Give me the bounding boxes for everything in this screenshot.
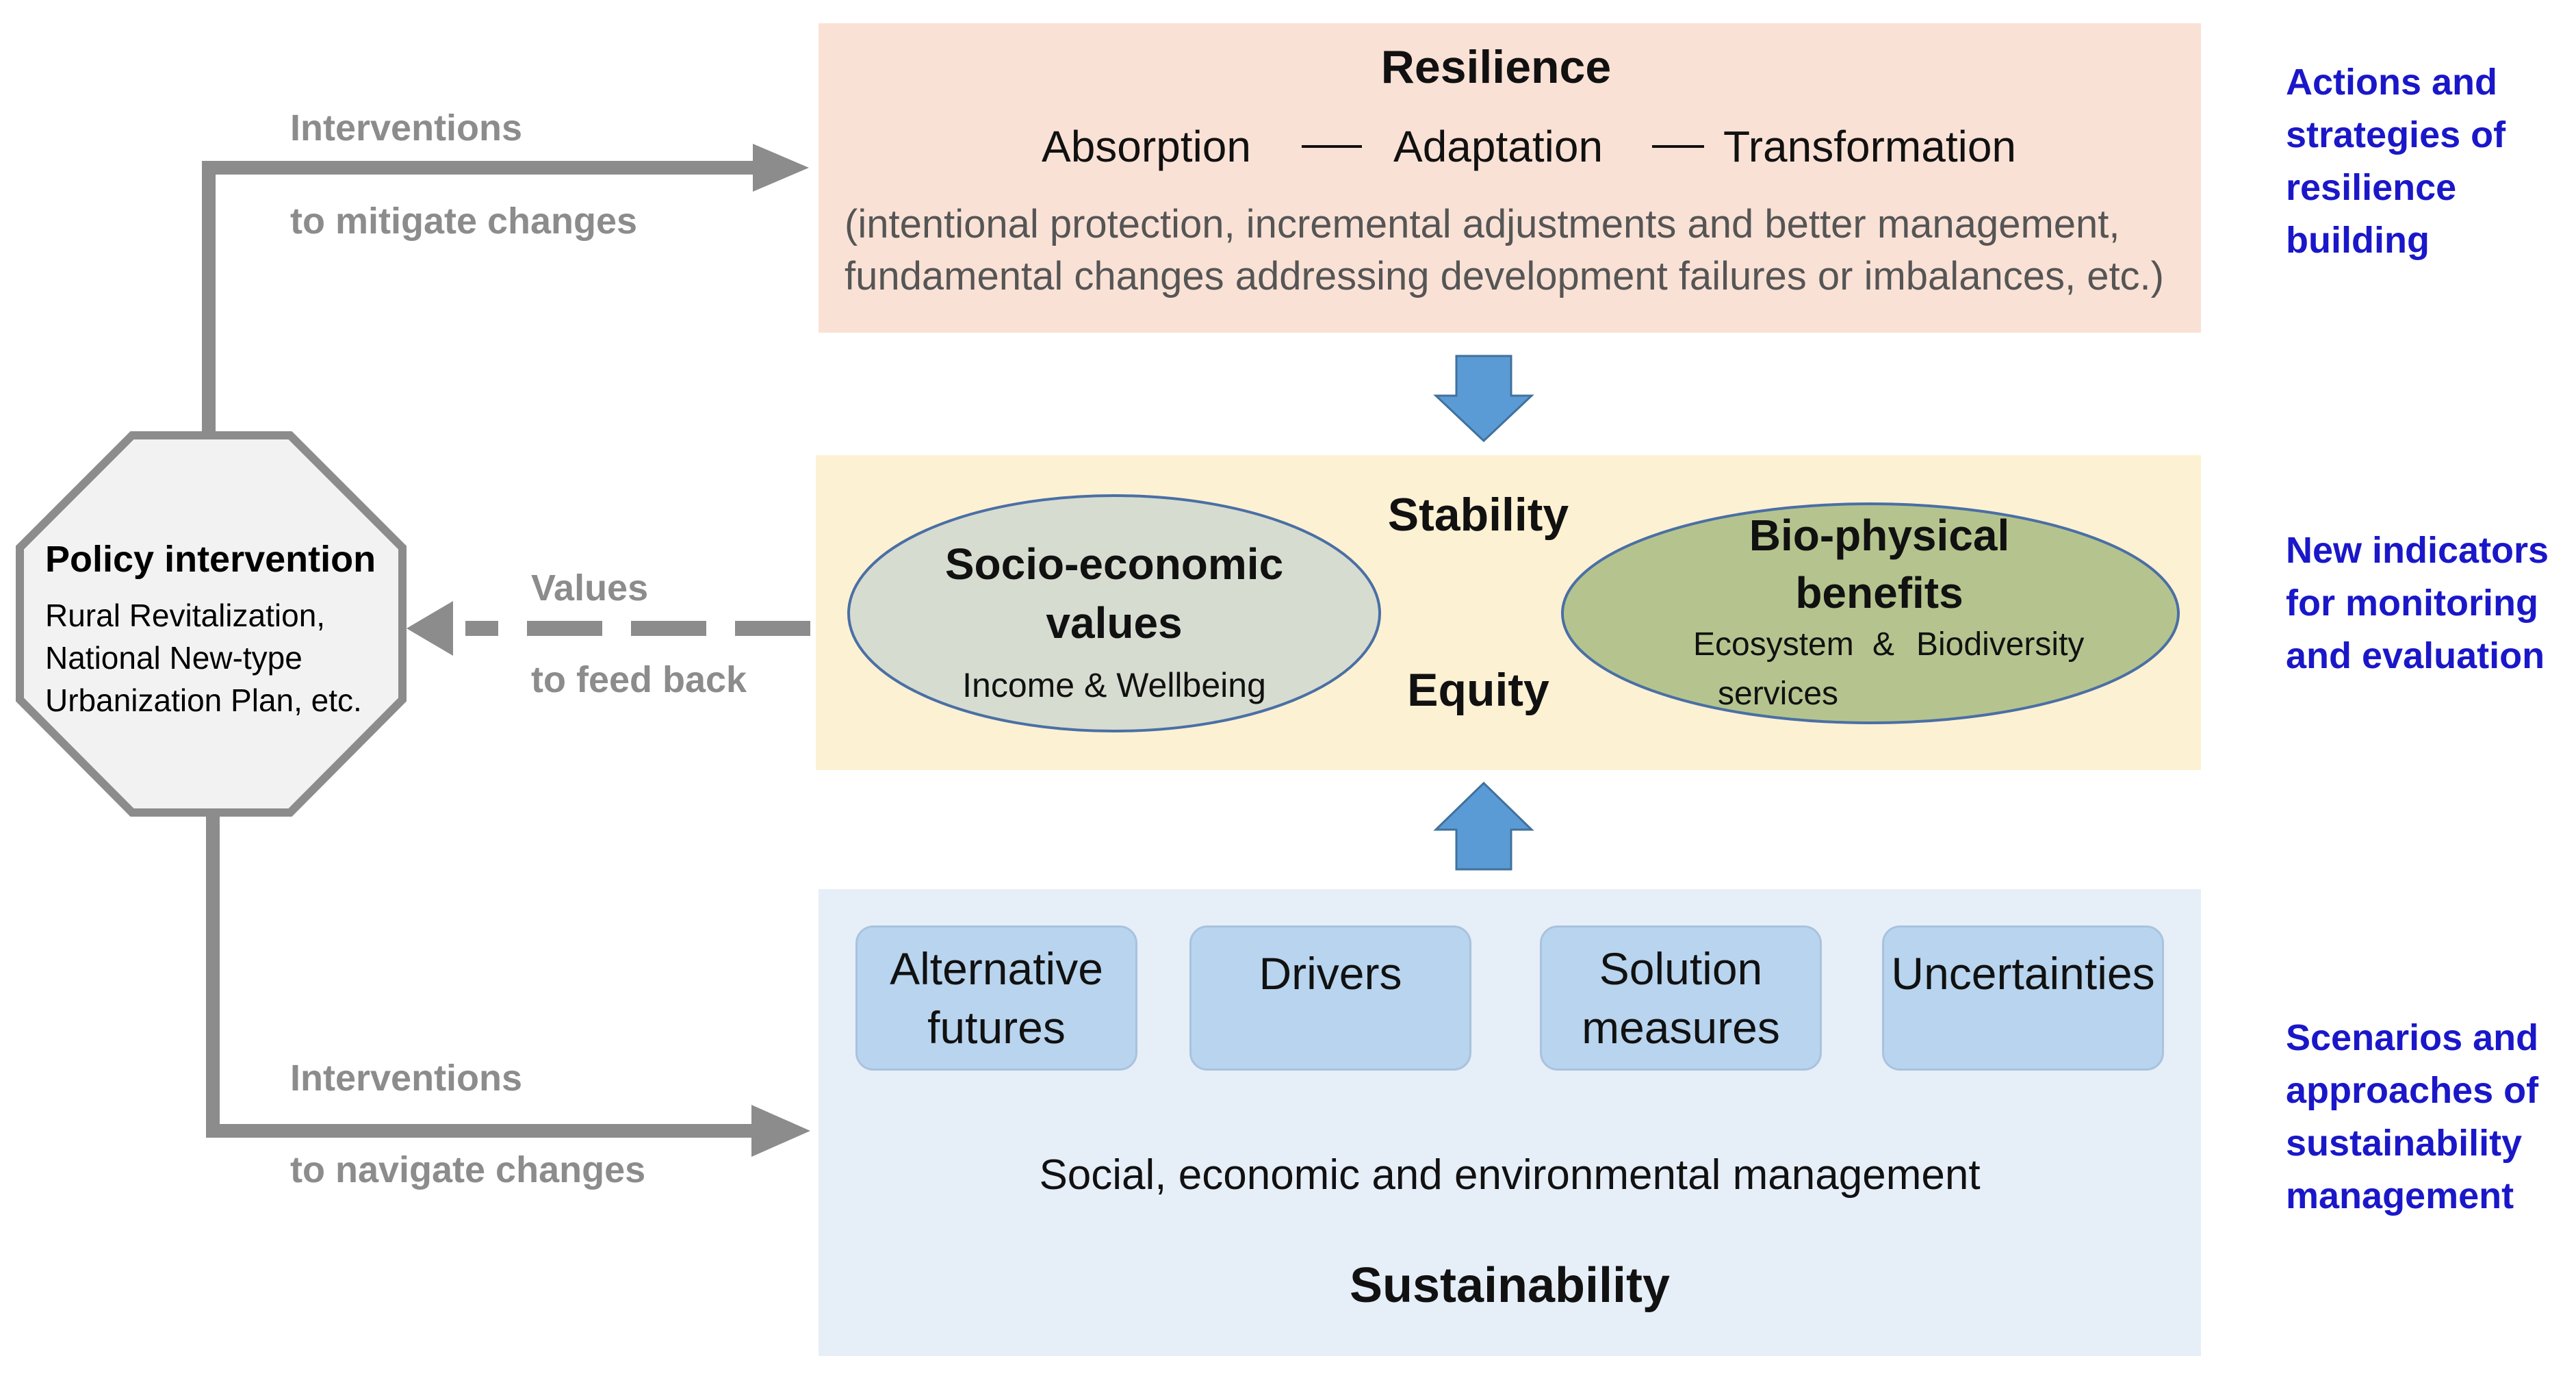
top-arrow-label-line-1: Interventions [290, 107, 523, 149]
top-arrow-label-line-2: to mitigate changes [290, 201, 638, 242]
side-label-sustainability: Scenarios and approaches of sustainabili… [2286, 1017, 2539, 1216]
socio-economic-title-line-1: Socio-economic [944, 539, 1284, 589]
feedback-label-line-1: Values [531, 567, 649, 609]
stage-transformation: Transformation [1723, 122, 2016, 171]
feedback-arrowhead [407, 601, 453, 656]
side-label-indicators: New indicators for monitoring and evalua… [2286, 530, 2549, 676]
bio-physical-title-line-2: benefits [1795, 568, 1963, 617]
bio-physical-detail-ecosystem: Ecosystem [1693, 626, 1854, 663]
bio-physical-title-line-1: Bio-physical [1749, 511, 2010, 560]
stage-adaptation: Adaptation [1393, 122, 1603, 171]
socio-economic-title-line-2: values [1046, 598, 1183, 648]
side-label-resilience: Actions and strategies of resilience bui… [2286, 62, 2506, 261]
resilience-description-line-2: fundamental changes addressing developme… [845, 254, 2164, 298]
policy-title: Policy intervention [45, 539, 376, 580]
bio-physical-detail-ampersand: & [1872, 626, 1895, 663]
arrowhead-to-sustainability [751, 1105, 810, 1157]
bottom-arrow-label-line-2: to navigate changes [290, 1149, 646, 1190]
connector-to-resilience [202, 161, 760, 435]
scenario-box-drivers: Drivers [1189, 925, 1471, 1071]
feedback-label-line-2: to feed back [531, 659, 747, 700]
scenario-box-uncertainties: Uncertainties [1882, 925, 2164, 1071]
arrowhead-to-resilience [753, 144, 809, 192]
down-block-arrow [1433, 355, 1534, 443]
socio-economic-detail: Income & Wellbeing [962, 666, 1266, 704]
bio-physical-ellipse [1561, 502, 2180, 724]
bio-physical-detail-services: services [1718, 676, 1839, 712]
bio-physical-detail-biodiversity: Biodiversity [1916, 626, 2085, 663]
sustainability-title: Sustainability [1349, 1258, 1671, 1313]
connector-to-sustainability [206, 813, 758, 1138]
stage-absorption: Absorption [1042, 122, 1251, 171]
bottom-arrow-label-line-1: Interventions [290, 1058, 523, 1099]
scenario-box-alternative-futures: Alternative futures [855, 925, 1137, 1071]
sustainability-management-text: Social, economic and environmental manag… [1039, 1151, 1981, 1199]
socio-economic-ellipse [847, 494, 1381, 732]
resilience-title: Resilience [1380, 41, 1612, 93]
equity-label: Equity [1407, 664, 1549, 716]
resilience-description-line-1: (intentional protection, incremental adj… [845, 202, 2120, 246]
up-block-arrow [1433, 781, 1534, 871]
policy-octagon [16, 431, 407, 817]
scenario-box-solution-measures: Solution measures [1540, 925, 1822, 1071]
policy-detail: Rural Revitalization, National New-type … [45, 598, 362, 718]
stability-label: Stability [1387, 489, 1569, 541]
resilience-panel [819, 23, 2201, 333]
